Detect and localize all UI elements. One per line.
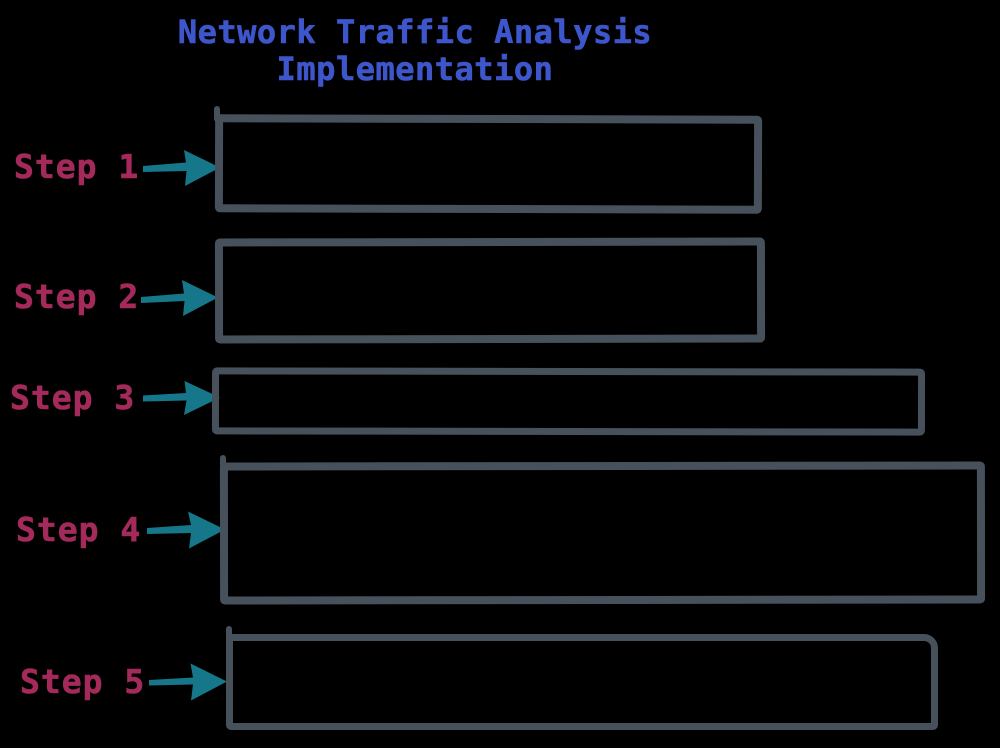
step-2-box xyxy=(214,237,766,344)
step-2-label: Step 2 xyxy=(14,277,140,317)
title-line-2: Implementation xyxy=(276,50,554,88)
step-5-label: Step 5 xyxy=(20,662,146,702)
arrow-right-icon xyxy=(140,146,224,190)
title-line-1: Network Traffic Analysis xyxy=(177,13,653,51)
page-title: Network Traffic Analysis Implementation xyxy=(170,13,660,88)
arrow-right-icon xyxy=(138,276,222,320)
arrow-right-icon xyxy=(140,376,224,420)
step-1-box xyxy=(214,114,763,214)
step-1-label: Step 1 xyxy=(14,147,140,187)
step-3-box xyxy=(211,367,926,436)
step-3-label: Step 3 xyxy=(10,378,136,418)
box-corner-stroke xyxy=(214,106,220,122)
step-4-box xyxy=(219,461,986,605)
arrow-right-icon xyxy=(144,508,228,552)
arrow-right-icon xyxy=(146,660,230,704)
step-4-label: Step 4 xyxy=(16,510,142,550)
step-5-box xyxy=(226,634,938,730)
box-corner-stroke xyxy=(220,455,226,471)
